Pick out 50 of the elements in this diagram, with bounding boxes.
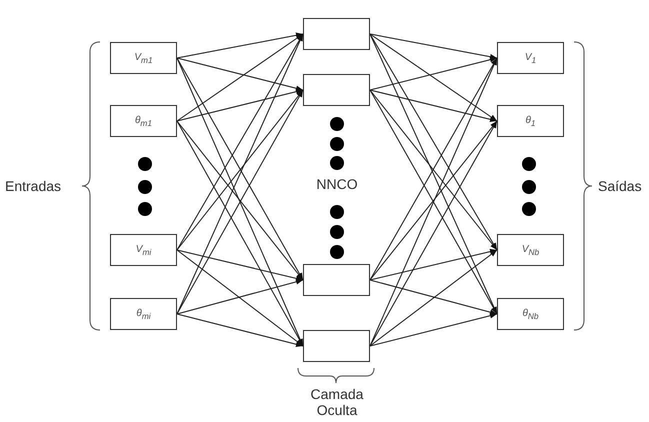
variable-label: V$_{mi}$ — [136, 244, 152, 256]
arrow — [370, 90, 498, 314]
arrow — [370, 58, 498, 280]
variable-label: θ$_{Nb}$ — [522, 308, 539, 320]
arrow — [370, 34, 498, 60]
arrow — [370, 248, 498, 280]
input-box — [497, 234, 564, 266]
layer-label: Entradas — [5, 178, 62, 194]
arrow — [176, 88, 304, 122]
arrow — [176, 250, 304, 282]
arrow — [370, 34, 498, 250]
layer-label: Camada Oculta — [310, 386, 364, 418]
arrow — [176, 120, 304, 280]
arrow — [176, 32, 304, 58]
input-box — [497, 298, 564, 330]
variable-label: V$_{Nb}$ — [522, 244, 540, 256]
input-box — [497, 105, 564, 137]
arrow — [370, 120, 498, 346]
arrow — [370, 57, 498, 90]
variable-label: θ$_{mi}$ — [136, 308, 151, 320]
variable-label: V$_{m1}$ — [134, 52, 153, 64]
input-box — [497, 42, 564, 74]
variable-label: θ$_{m1}$ — [134, 114, 152, 128]
hidden-box — [303, 330, 370, 362]
arrow — [370, 90, 498, 122]
input-box — [110, 298, 177, 330]
arrow — [370, 120, 498, 280]
variable-label: θ$_{1}$ — [525, 114, 536, 128]
input-box — [110, 105, 177, 137]
input-box — [110, 234, 177, 266]
hidden-box — [303, 74, 370, 106]
arrow — [370, 280, 498, 315]
arrow — [370, 313, 498, 346]
arrow — [176, 250, 304, 346]
arrow — [370, 90, 498, 250]
arrow — [370, 34, 498, 122]
variable-label: V$_{1}$ — [524, 52, 536, 64]
arrow — [176, 34, 304, 122]
arrow — [370, 34, 498, 314]
hidden-box — [303, 18, 370, 50]
arrow — [370, 250, 498, 346]
layer-label: Saídas — [598, 178, 643, 194]
arrow — [176, 90, 304, 314]
input-box — [110, 42, 177, 74]
arrow — [176, 279, 304, 314]
arrow — [176, 314, 304, 347]
arrow — [176, 58, 304, 280]
arrow — [176, 58, 304, 91]
hidden-box — [303, 264, 370, 296]
arrow — [176, 90, 304, 250]
